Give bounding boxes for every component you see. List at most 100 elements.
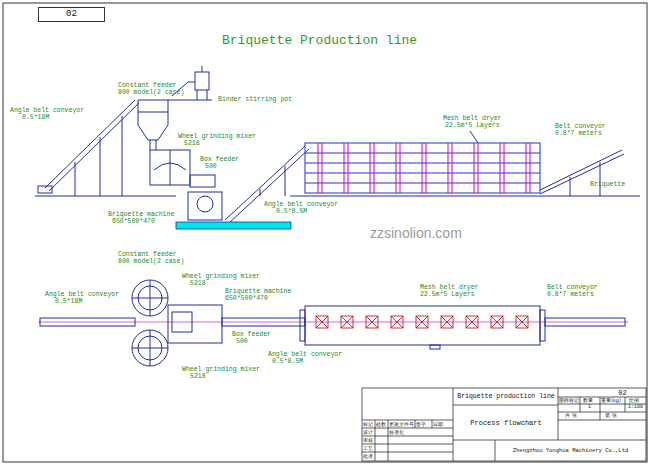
callout-label: Constant feeder [118, 83, 177, 90]
drawing-line [491, 316, 503, 328]
drawing-rect [188, 192, 222, 220]
drawing-rect [391, 316, 403, 328]
drawing-line [316, 316, 328, 328]
callout-label: 800 model(2 case) [118, 90, 184, 97]
drawing-line [341, 316, 353, 328]
drawing-line [366, 316, 378, 328]
drawing-circle [197, 196, 213, 212]
drawing-line [197, 90, 198, 100]
callout-label: 5218 [190, 281, 206, 288]
callout-label: Wheel grinding mixer [182, 367, 260, 374]
drawing-rect [430, 345, 440, 349]
drawing-rect [150, 150, 190, 185]
callout-label: Binder stirring pot [218, 97, 292, 104]
drawing-line [526, 143, 527, 193]
table-cell-text: 数量 [583, 398, 593, 403]
drawing-line [426, 143, 427, 193]
drawing-rect [168, 305, 222, 343]
callout-label: Belt conveyor [555, 124, 606, 131]
drawing-line [558, 388, 559, 440]
company-cell: Zhengzhou Yonghua Machinery Co.,Ltd [496, 441, 645, 461]
cell-text: Process flowchart [470, 420, 541, 427]
drawing-rect [38, 186, 52, 193]
drawing-rect [341, 316, 353, 328]
drawing-g [40, 280, 625, 366]
drawing-line [516, 316, 528, 328]
callout-label: 500 [236, 339, 248, 346]
drawing-rect [441, 316, 453, 328]
table-cell-text: 日期 [433, 422, 443, 427]
callout-label: 650*500*470 [225, 296, 268, 303]
drawing-line [35, 196, 176, 197]
callout-label: Wheel grinding mixer [182, 274, 260, 281]
drawing-line [370, 143, 371, 193]
title-cell: Briquette production line [455, 389, 557, 405]
table-cell-text: 标准化 [389, 430, 404, 435]
callout-label: Belt conveyor [547, 285, 598, 292]
drawing-rect [362, 388, 646, 461]
drawing-rect [545, 318, 625, 326]
drawing-line [495, 440, 496, 461]
drawing-rect [195, 72, 209, 90]
callout-label: 0.5*18M [55, 299, 82, 306]
drawing-rect [3, 3, 647, 462]
callout-label: Box feeder [232, 332, 271, 339]
drawing-line [362, 428, 453, 429]
drawing-rect [222, 318, 305, 326]
table-cell-text: 工艺 [363, 446, 373, 451]
drawing-line [318, 143, 319, 193]
drawing-line [150, 330, 151, 366]
drawing-line [452, 143, 453, 193]
callout-label: Angle belt conveyor [10, 108, 84, 115]
drawing-line [341, 316, 353, 328]
drawing-line [474, 143, 475, 193]
drawing-line [122, 116, 123, 196]
callout-label: 5218 [190, 374, 206, 381]
drawing-g [316, 316, 528, 328]
callout-label: Briquette [590, 182, 625, 189]
sheet-number-cell: 02 [600, 389, 645, 398]
drawing-line [491, 316, 503, 328]
callout-label: Box feeder [200, 157, 239, 164]
drawing-title: Briquette Production line [222, 34, 417, 47]
table-cell-text: 共 张 [565, 413, 577, 418]
drawing-rect [305, 143, 540, 193]
drawing-line [229, 149, 309, 223]
drawing-rect [172, 312, 192, 332]
drawing-line [441, 316, 453, 328]
drawing-line [188, 82, 195, 83]
drawing-line [49, 103, 139, 191]
title-cell: Process flowchart [455, 406, 557, 440]
drawing-line [400, 143, 401, 193]
callout-label: Constant feeder [118, 252, 177, 259]
callout-label: 0.8*7 meters [547, 292, 594, 299]
drawing-g [362, 388, 646, 461]
drawing-line [516, 316, 528, 328]
callout-label: Briquette machine [225, 289, 291, 296]
callout-label: Wheel grinding mixer [178, 134, 256, 141]
drawing-line [344, 143, 345, 193]
drawing-line [375, 420, 376, 461]
sheet-number-box: 02 [38, 7, 105, 22]
drawing-line [168, 100, 212, 101]
table-cell-text: 更改文件号 [389, 422, 414, 427]
drawing-line [322, 143, 323, 193]
drawing-line [362, 444, 453, 445]
drawing-line [285, 166, 286, 196]
drawing-rect [366, 316, 378, 328]
drawing-line [432, 420, 433, 428]
drawing-rect [40, 318, 135, 326]
drawing-line [374, 143, 375, 193]
callout-label: Angle belt conveyor [45, 292, 119, 299]
callout-label: Mesh belt dryer [420, 285, 479, 292]
drawing-rect [466, 316, 478, 328]
table-cell-text: 图样标记 [559, 398, 579, 403]
callout-label: 0.5*8.5M [276, 209, 307, 216]
drawing-line [348, 143, 349, 193]
drawing-line [150, 280, 151, 316]
drawing-line [316, 316, 328, 328]
drawing-line [422, 143, 423, 193]
table-cell-text: 签字 [416, 422, 426, 427]
drawing-rect [176, 222, 291, 229]
drawing-line [448, 143, 449, 193]
